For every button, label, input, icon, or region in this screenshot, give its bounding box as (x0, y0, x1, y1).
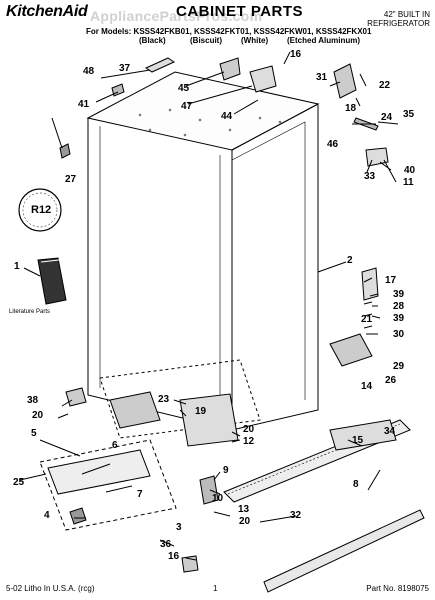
callout-6: 6 (112, 440, 118, 451)
page-number: 1 (213, 584, 218, 593)
callout-7: 7 (137, 489, 143, 500)
callout-41: 41 (78, 99, 90, 110)
callout-33: 33 (364, 171, 376, 182)
finish-black: (Black) (139, 36, 166, 45)
callout-22: 22 (379, 80, 391, 91)
callout-16-bottom: 16 (168, 551, 180, 562)
callout-46: 46 (327, 139, 339, 150)
callout-34: 34 (384, 426, 396, 437)
product-line-1: 42" BUILT IN (383, 10, 430, 19)
callout-15: 15 (352, 435, 364, 446)
literature-label: Literature Parts (9, 309, 51, 315)
callout-26: 26 (385, 375, 397, 386)
callout-12: 12 (243, 436, 255, 447)
finish-biscuit: (Biscuit) (190, 36, 222, 45)
callout-20-mid: 20 (243, 424, 255, 435)
toe-grille (263, 509, 425, 593)
callout-39-a: 39 (393, 289, 405, 300)
callout-35: 35 (403, 109, 415, 120)
r12-badge (18, 188, 62, 232)
callout-37: 37 (119, 63, 131, 74)
callout-23: 23 (158, 394, 170, 405)
cabinet-top (86, 71, 320, 151)
callout-45: 45 (178, 83, 190, 94)
callout-21: 21 (361, 314, 373, 325)
callout-20-left: 20 (32, 410, 44, 421)
callout-9: 9 (223, 465, 229, 476)
callout-28: 28 (393, 301, 405, 312)
callout-48: 48 (83, 66, 95, 77)
callout-30: 30 (393, 329, 405, 340)
cabinet-right-panel (231, 103, 319, 431)
callout-29: 29 (393, 361, 405, 372)
callout-44: 44 (221, 111, 233, 122)
page-title: CABINET PARTS (176, 3, 304, 20)
finish-etched-aluminum: (Etched Aluminum) (287, 36, 361, 45)
callout-24: 24 (381, 112, 393, 123)
callout-19: 19 (195, 406, 207, 417)
callout-27: 27 (65, 174, 77, 185)
callout-36: 36 (160, 539, 172, 550)
watermark: AppliancePartsPros.com (90, 8, 263, 24)
callout-25: 25 (13, 477, 25, 488)
callout-32: 32 (290, 510, 302, 521)
callout-39-b: 39 (393, 313, 405, 324)
callout-14: 14 (361, 381, 373, 392)
models-label: For Models: KSSS42FKB01, KSSS42FKT01, KS… (86, 27, 372, 36)
brand-logo: KitchenAid (6, 3, 88, 20)
callout-16-top: 16 (290, 49, 302, 60)
footer-litho: 5-02 Litho In U.S.A. (rcg) (6, 584, 95, 593)
callout-13: 13 (238, 504, 250, 515)
callout-40: 40 (404, 165, 416, 176)
callout-1: 1 (14, 261, 20, 272)
part-number: Part No. 8198075 (366, 584, 429, 593)
r12-text: R12 (31, 204, 52, 216)
cabinet-left-panel (87, 118, 233, 431)
finish-white: (White) (241, 36, 269, 45)
callout-38: 38 (27, 395, 39, 406)
callout-10: 10 (212, 493, 224, 504)
callout-47: 47 (181, 101, 193, 112)
callout-4: 4 (44, 510, 50, 521)
callout-5: 5 (31, 428, 37, 439)
callout-3: 3 (176, 522, 182, 533)
callout-8: 8 (353, 479, 359, 490)
callout-2: 2 (347, 255, 353, 266)
callout-17: 17 (385, 275, 397, 286)
product-line-2: REFRIGERATOR (367, 19, 430, 28)
callout-20-bottom: 20 (239, 516, 251, 527)
callout-11: 11 (403, 177, 414, 188)
literature-booklet (37, 257, 67, 305)
callout-31: 31 (316, 72, 328, 83)
callout-18: 18 (345, 103, 357, 114)
